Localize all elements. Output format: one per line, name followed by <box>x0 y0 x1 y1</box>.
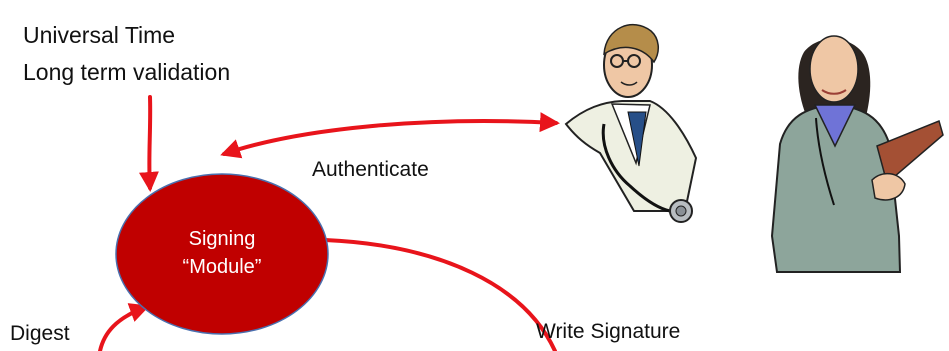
long-term-validation-label: Long term validation <box>23 59 231 85</box>
doctor-female-icon <box>770 35 944 273</box>
universal-time-label: Universal Time <box>23 22 176 48</box>
time-validation-arrow <box>138 95 159 192</box>
digest-arrow <box>98 303 150 351</box>
module-line-1: Signing <box>188 228 256 250</box>
write-signature-label: Write Signature <box>536 320 681 343</box>
digest-label: Digest <box>10 322 70 345</box>
doctor-male-icon <box>564 23 698 223</box>
module-line-2: “Module” <box>182 256 262 278</box>
write-signature-arrow <box>323 238 557 351</box>
signing-module-label: Signing “Module” <box>112 225 332 281</box>
authenticate-label: Authenticate <box>312 158 429 181</box>
signing-module-ellipse <box>115 173 329 335</box>
authenticate-arrow <box>220 112 560 159</box>
